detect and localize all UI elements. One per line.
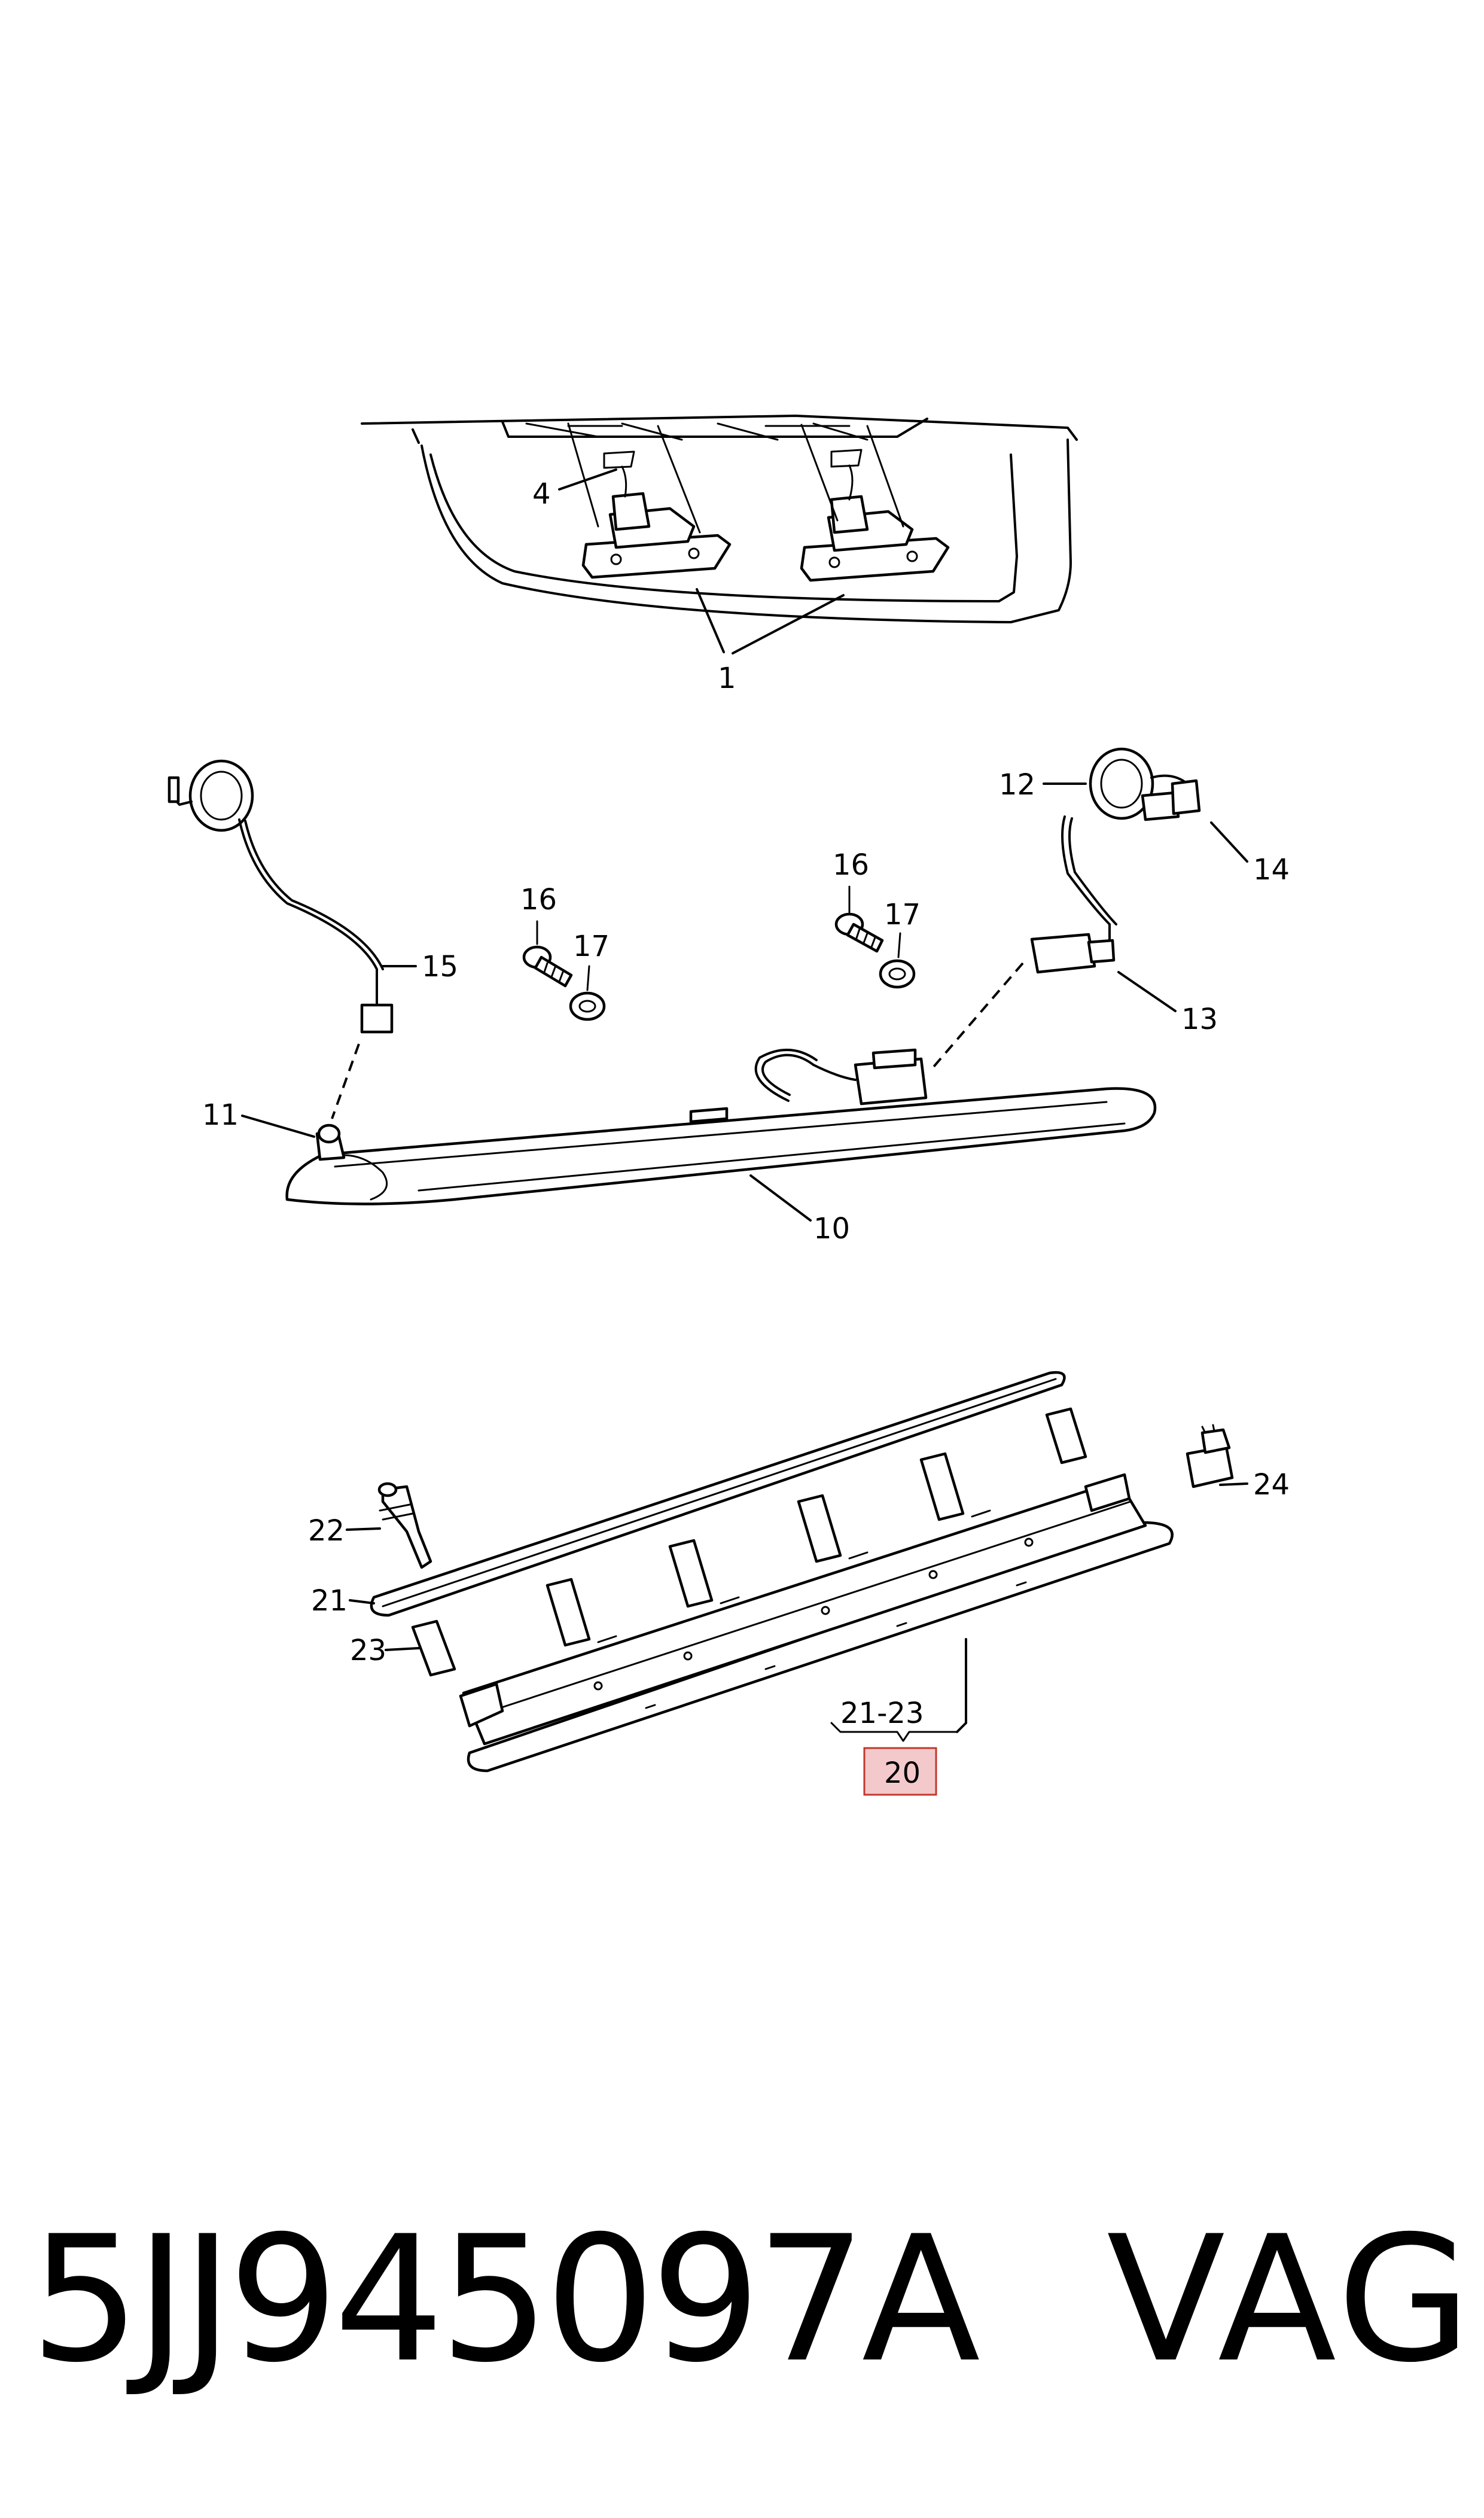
- callout-21: 21: [311, 1584, 348, 1618]
- callout-4: 4: [532, 477, 551, 511]
- callout-11: 11: [202, 1098, 239, 1132]
- callout-14: 14: [1253, 853, 1290, 887]
- lamp-mount-right: [800, 449, 950, 582]
- callout-24: 24: [1253, 1468, 1290, 1502]
- callout-22: 22: [308, 1514, 345, 1548]
- callout-15: 15: [422, 950, 458, 984]
- brand-name: VAG: [1107, 2199, 1475, 2401]
- callout-17-left: 17: [573, 930, 610, 963]
- grommet-22: [377, 1482, 432, 1569]
- callout-1: 1: [718, 662, 736, 695]
- washer-17-left: [569, 991, 606, 1021]
- screw-16-left: [522, 945, 573, 988]
- lamp-mount-left: [581, 450, 732, 579]
- tailgate-assembly-drawing: 4 1: [361, 415, 1078, 695]
- spoiler-strip-assembly-drawing: 21 23: [308, 1371, 1290, 1796]
- seal-strip-21: [370, 1371, 1066, 1617]
- callout-21-23: 21-23: [840, 1697, 924, 1730]
- callout-20: 20: [884, 1756, 921, 1790]
- clip-23-set: [411, 1407, 1087, 1677]
- callout-13: 13: [1181, 1003, 1218, 1036]
- callout-16-left: 16: [520, 883, 557, 917]
- brake-light-housing-10: [285, 1048, 1157, 1205]
- highlighted-part-box-20: [863, 1747, 937, 1796]
- callout-17-right: 17: [884, 898, 921, 931]
- washer-17-right: [879, 959, 916, 989]
- callout-12: 12: [999, 768, 1035, 802]
- clip-24: [1186, 1424, 1234, 1488]
- callout-16-right: 16: [833, 848, 869, 882]
- wiring-harness-12-14: [929, 747, 1201, 1072]
- screw-16-right: [834, 912, 884, 953]
- wiring-harness-15: [167, 759, 394, 1119]
- part-number: 5JJ945097A: [30, 2199, 980, 2401]
- brake-light-assembly-drawing: 15 16 17 16 17: [167, 747, 1290, 1246]
- spoiler-strip-20: [459, 1473, 1174, 1773]
- callout-10: 10: [813, 1212, 850, 1246]
- callout-23: 23: [350, 1634, 386, 1667]
